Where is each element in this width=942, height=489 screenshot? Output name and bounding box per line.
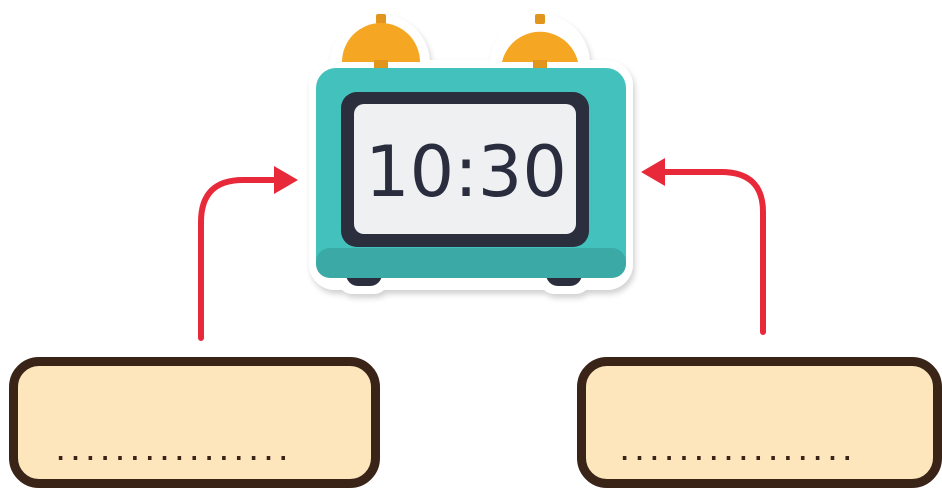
answer-blank-dots: ................ bbox=[618, 441, 856, 466]
answer-blank-dots: ................ bbox=[54, 441, 292, 466]
alarm-clock-icon bbox=[309, 14, 633, 294]
clock-time-display: 10:30 bbox=[365, 131, 567, 213]
arrow-left-icon bbox=[641, 158, 766, 335]
arrow-right-icon bbox=[198, 166, 298, 341]
answer-box-right[interactable]: ................ bbox=[577, 357, 942, 488]
answer-box-left[interactable]: ................ bbox=[9, 357, 380, 488]
